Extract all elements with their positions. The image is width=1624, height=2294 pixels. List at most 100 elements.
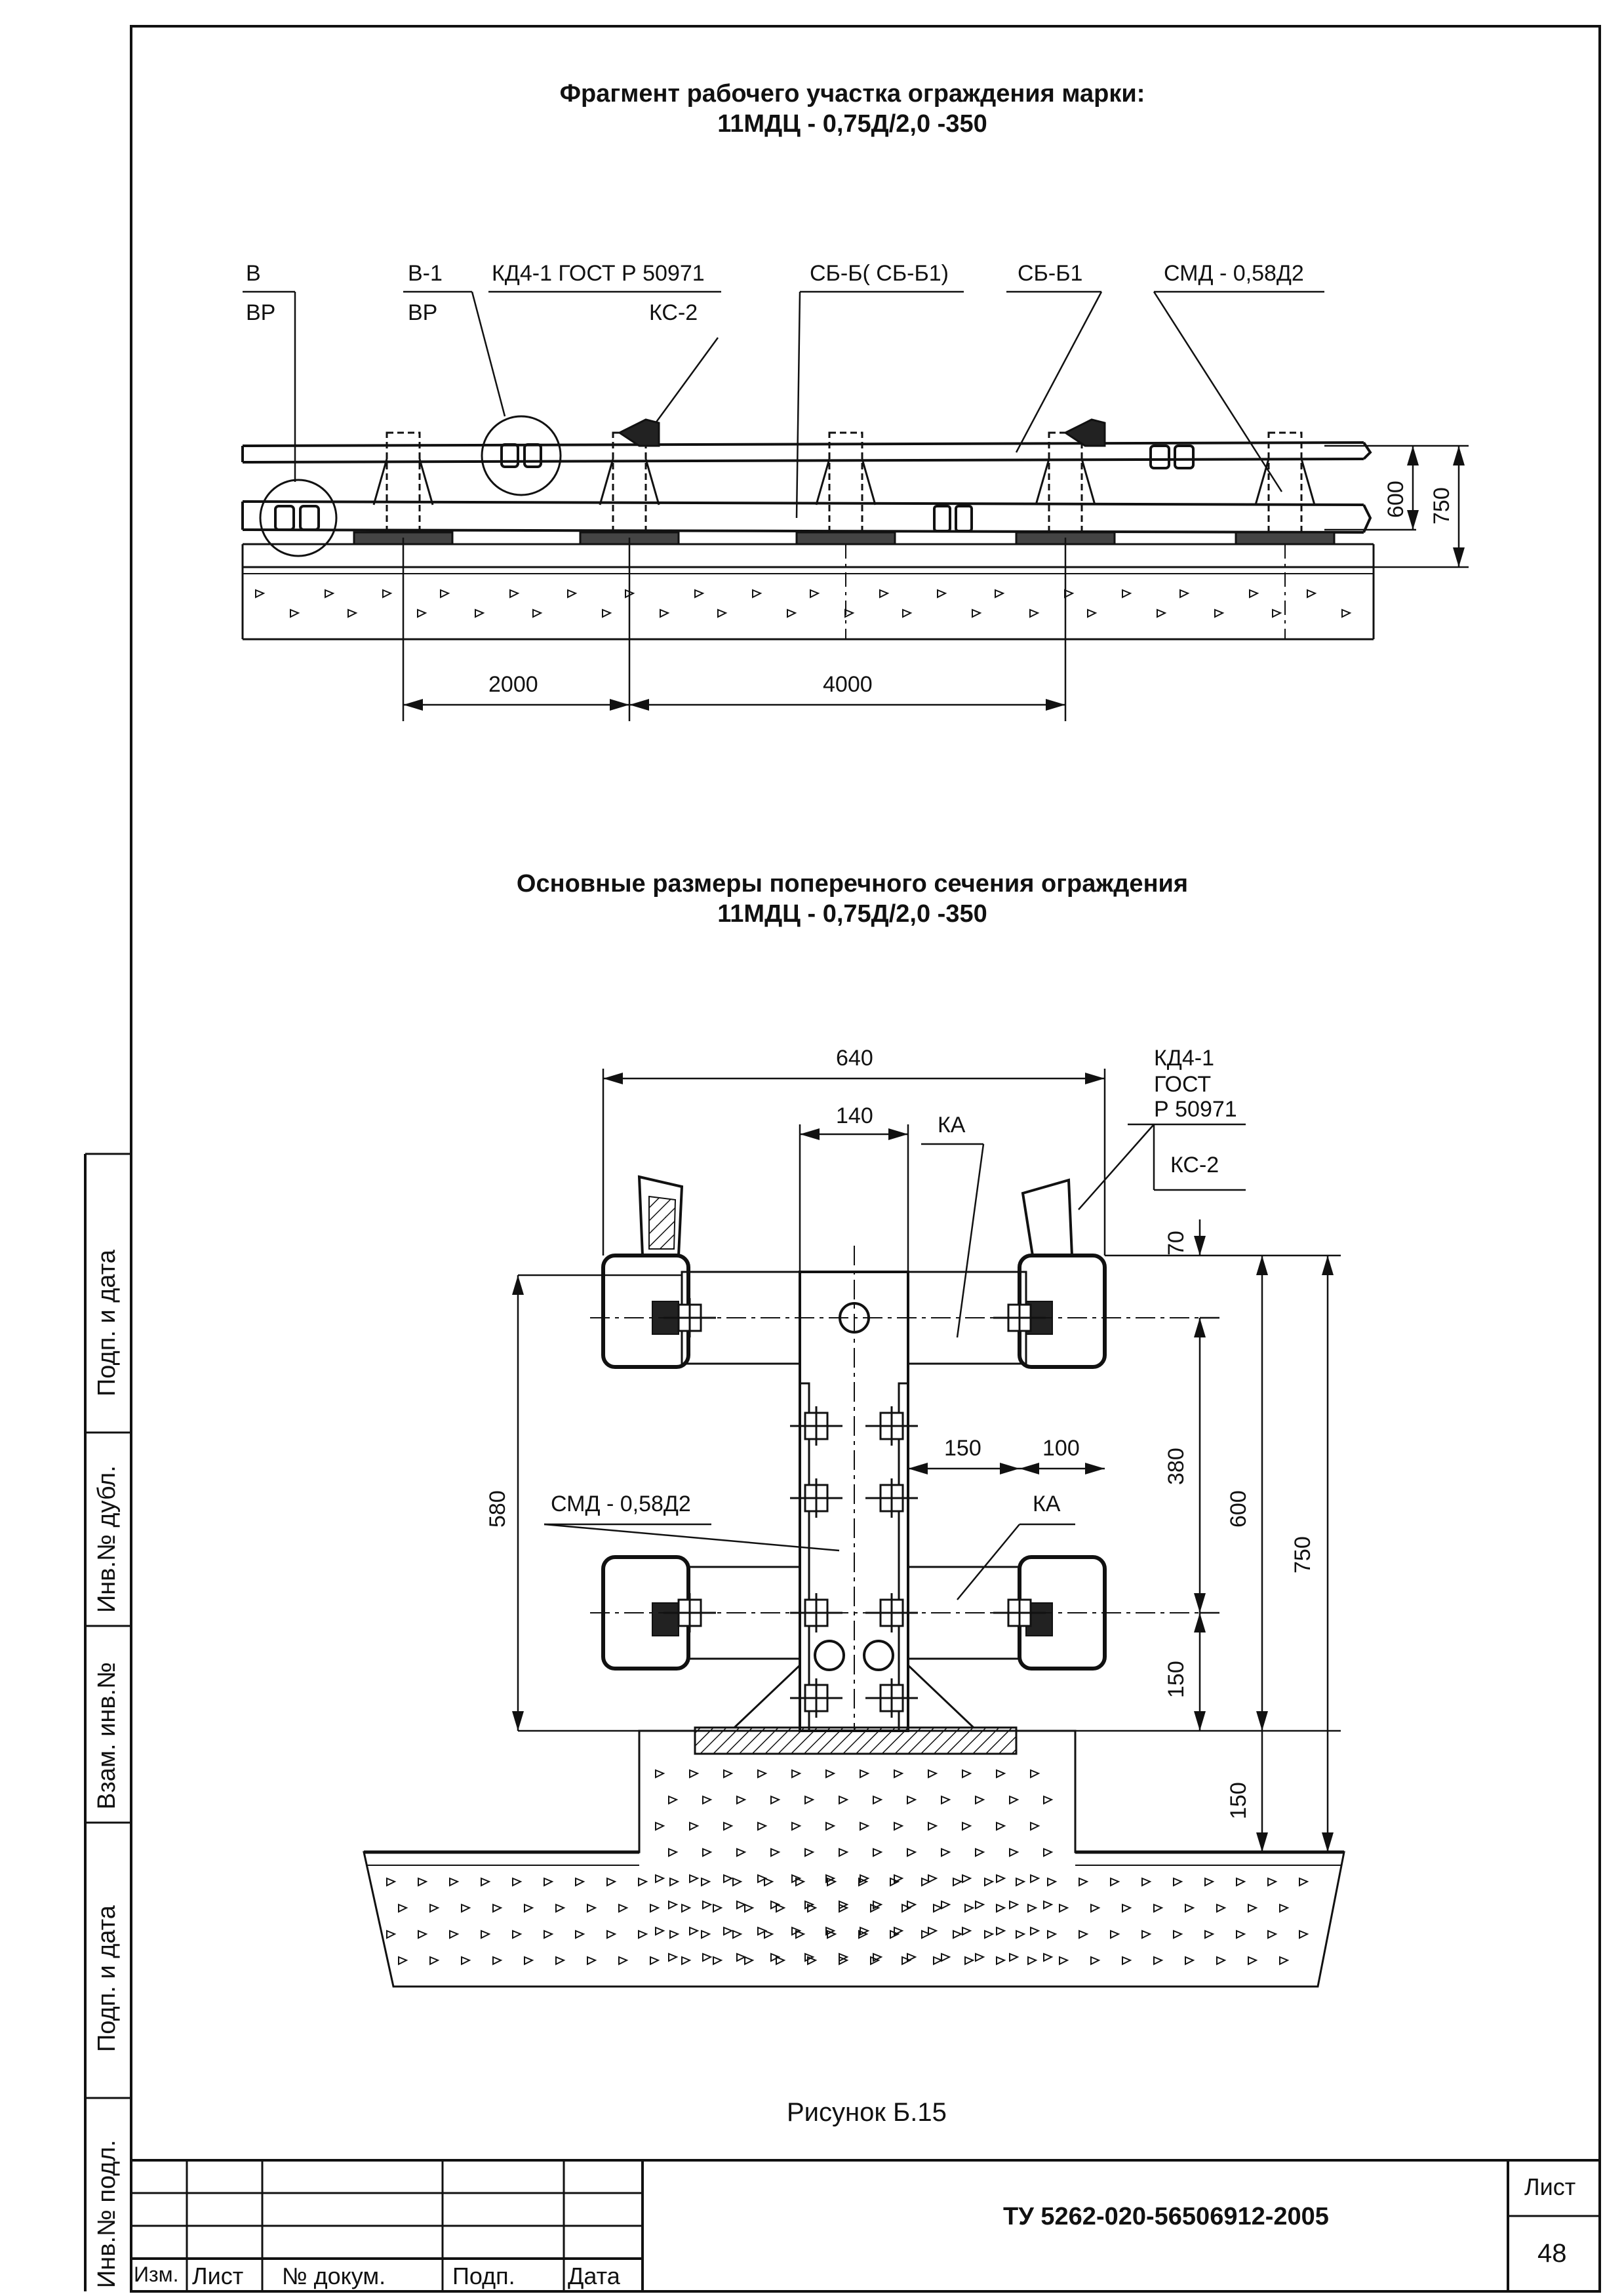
ground-mark: [1267, 1877, 1278, 1887]
title-block-grid: [131, 2159, 1600, 2291]
ground-mark: [1216, 1903, 1227, 1913]
ground-mark: [1299, 1929, 1309, 1939]
ground-mark: [807, 1956, 818, 1966]
ground-mark: [921, 1877, 932, 1887]
ground-mark: [804, 1795, 815, 1805]
ground-mark: [810, 589, 820, 599]
sheet-label: Лист: [1524, 2173, 1576, 2200]
ground-mark: [928, 1926, 938, 1936]
side-podp-data-2: Подп. и дата: [93, 1905, 121, 2052]
ground-mark: [975, 1848, 985, 1857]
ground-mark: [481, 1929, 491, 1939]
ground-mark: [907, 1848, 917, 1857]
ground-mark: [655, 1821, 665, 1831]
ground-mark: [873, 1848, 883, 1857]
bolt: [790, 1478, 842, 1518]
ground-mark: [668, 1900, 679, 1910]
ground-mark: [618, 1956, 629, 1966]
ground-mark: [1009, 1900, 1020, 1910]
section-title: Основные размеры поперечного сечения огр…: [426, 869, 1278, 929]
ground-mark: [1079, 1929, 1089, 1939]
ground-mark: [1110, 1877, 1120, 1887]
bolt: [865, 1593, 918, 1632]
ground-mark: [606, 1929, 617, 1939]
elevation-ground-texture: [255, 589, 1352, 618]
ground-mark: [1249, 589, 1259, 599]
ground-mark: [804, 1900, 815, 1910]
ground-mark: [1047, 1877, 1058, 1887]
ground-mark: [1185, 1903, 1195, 1913]
ground-mark: [941, 1848, 951, 1857]
ground-mark: [713, 1956, 723, 1966]
ground-mark: [461, 1956, 471, 1966]
ground-mark: [1236, 1929, 1246, 1939]
ground-mark: [858, 1929, 869, 1939]
ground-mark: [524, 1956, 534, 1966]
ground-mark: [512, 1929, 523, 1939]
ground-mark: [429, 1903, 440, 1913]
ground-mark: [1141, 1929, 1152, 1939]
ground-mark: [1214, 608, 1225, 618]
ground-mark: [894, 1821, 904, 1831]
ground-mark: [827, 1929, 837, 1939]
ground-mark: [481, 1877, 491, 1887]
ground-mark: [1047, 1929, 1058, 1939]
dim-140: 140: [836, 1103, 873, 1128]
ground-mark: [655, 1874, 665, 1884]
ground-mark: [975, 1952, 985, 1962]
ground-mark: [1341, 608, 1352, 618]
ground-mark: [544, 1877, 554, 1887]
ground-mark: [996, 1874, 1006, 1884]
ground-mark: [655, 1769, 665, 1779]
ground-mark: [1030, 1769, 1040, 1779]
ground-mark: [418, 1929, 428, 1939]
ground-mark: [757, 1926, 768, 1936]
ground-mark: [770, 1900, 781, 1910]
ground-mark: [928, 1821, 938, 1831]
label-b1: В-1: [408, 261, 443, 286]
ground-mark: [650, 1903, 660, 1913]
ground-mark: [962, 1926, 972, 1936]
ground-mark: [702, 1900, 713, 1910]
ground-mark: [736, 1795, 747, 1805]
ground-mark: [555, 1903, 566, 1913]
ground-mark: [325, 589, 335, 599]
ground-mark: [1090, 1903, 1101, 1913]
ground-mark: [1027, 1903, 1038, 1913]
ground-mark: [1279, 1903, 1290, 1913]
ground-mark: [964, 1903, 975, 1913]
top-title-line1: Фрагмент рабочего участка ограждения мар…: [559, 80, 1145, 108]
ground-mark: [1009, 1848, 1020, 1857]
dim-600-sec: 600: [1226, 1490, 1251, 1528]
dim-2000: 2000: [488, 672, 538, 697]
ground-mark: [587, 1903, 597, 1913]
ground-mark: [736, 1900, 747, 1910]
ground-mark: [928, 1874, 938, 1884]
document-code: ТУ 5262-020-56506912-2005: [1003, 2203, 1329, 2230]
bolt: [790, 1406, 842, 1446]
ground-mark: [382, 589, 393, 599]
ground-mark: [941, 1900, 951, 1910]
ground-mark: [1307, 589, 1317, 599]
ground-mark: [1090, 1956, 1101, 1966]
section-label-smd: СМД - 0,58Д2: [551, 1492, 691, 1516]
ground-mark: [669, 1929, 680, 1939]
elevation-leaders: [243, 290, 1324, 519]
label-smd: СМД - 0,58Д2: [1164, 261, 1304, 286]
ground-mark: [606, 1877, 617, 1887]
ground-mark: [744, 1903, 755, 1913]
ground-mark: [1216, 1956, 1227, 1966]
bolt: [865, 1678, 918, 1718]
ground-mark: [839, 1903, 849, 1913]
ground-mark: [1059, 1903, 1069, 1913]
ground-mark: [937, 589, 947, 599]
bolt: [865, 1406, 918, 1446]
ground-mark: [1248, 1956, 1258, 1966]
ground-mark: [770, 1952, 781, 1962]
side-inv-podl: Инв.№ подл.: [93, 2139, 121, 2288]
ground-mark: [825, 1874, 836, 1884]
ground-mark: [1299, 1877, 1309, 1887]
ground-mark: [509, 589, 520, 599]
ground-mark: [689, 1874, 700, 1884]
